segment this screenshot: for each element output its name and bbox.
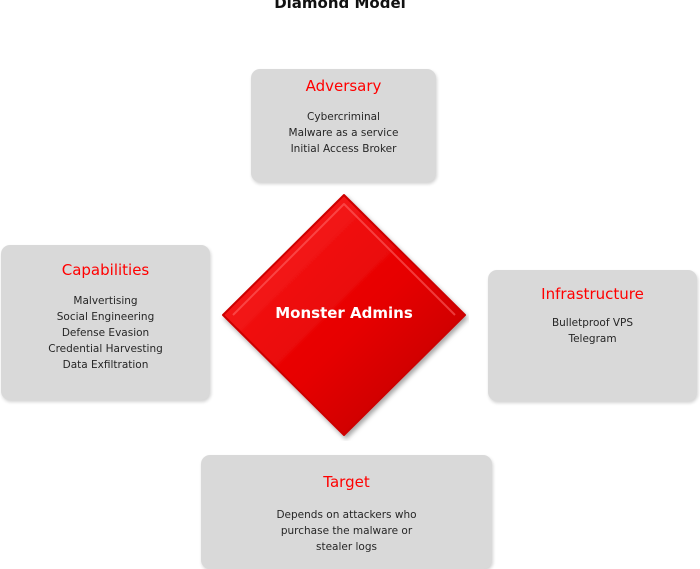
target-line: stealer logs (316, 541, 377, 553)
adversary-line: Initial Access Broker (290, 143, 397, 155)
target-details: Depends on attackers who purchase the ma… (201, 507, 492, 555)
capabilities-line: Malvertising (73, 295, 138, 307)
page-title: Diamond Model (274, 0, 406, 12)
infrastructure-card: Infrastructure Bulletproof VPS Telegram (488, 270, 697, 401)
target-line: Depends on attackers who (276, 509, 417, 521)
target-card: Target Depends on attackers who purchase… (201, 455, 492, 569)
adversary-line: Cybercriminal (307, 111, 380, 123)
capabilities-card: Capabilities Malvertising Social Enginee… (1, 245, 210, 400)
adversary-line: Malware as a service (288, 127, 399, 139)
capabilities-line: Defense Evasion (61, 327, 150, 339)
infrastructure-line: Bulletproof VPS (551, 317, 634, 329)
capabilities-line: Social Engineering (56, 311, 155, 323)
center-diamond: Monster Admins (219, 191, 469, 441)
infrastructure-line: Telegram (568, 333, 617, 345)
capabilities-line: Data Exfiltration (62, 359, 149, 371)
adversary-card: Adversary Cybercriminal Malware as a ser… (251, 69, 436, 182)
infrastructure-title: Infrastructure (541, 285, 644, 303)
diamond-shape (222, 194, 466, 436)
infrastructure-details: Bulletproof VPS Telegram (488, 315, 697, 347)
capabilities-line: Credential Harvesting (48, 343, 163, 355)
capabilities-details: Malvertising Social Engineering Defense … (1, 293, 210, 373)
adversary-title: Adversary (305, 77, 382, 95)
adversary-details: Cybercriminal Malware as a service Initi… (251, 109, 436, 157)
target-title: Target (323, 473, 370, 491)
target-line: purchase the malware or (280, 525, 413, 537)
capabilities-title: Capabilities (61, 261, 150, 279)
